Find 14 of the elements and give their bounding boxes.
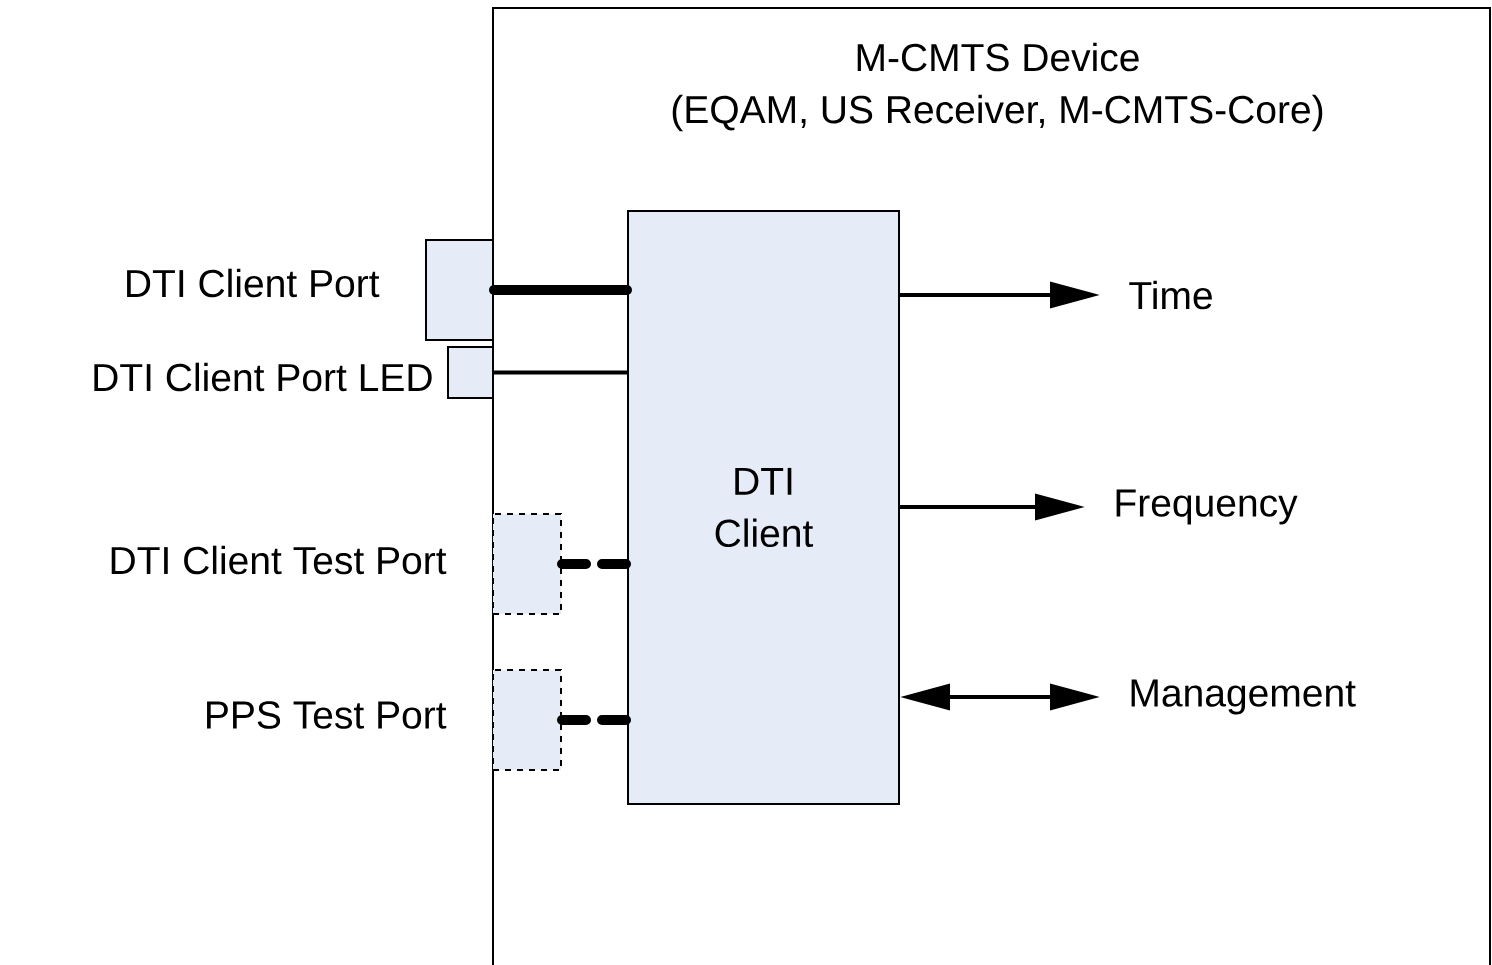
output-label: Time xyxy=(1129,280,1212,310)
port-label: DTI Client Port LED xyxy=(94,362,432,392)
port-label: PPS Test Port xyxy=(207,701,447,729)
output-label: Management xyxy=(1131,679,1356,715)
port-label: DTI Client Test Port xyxy=(111,545,447,575)
connector-line xyxy=(557,559,632,569)
client-box: DTI Client xyxy=(627,210,900,805)
connector-line xyxy=(489,285,632,295)
device-title: (EQAM, US Receiver, M-CMTS-Core) xyxy=(672,94,1323,132)
port-label: DTI Client Port xyxy=(127,268,380,298)
connector-line xyxy=(494,370,627,375)
device-title: M-CMTS Device xyxy=(857,42,1139,72)
output-label: Frequency xyxy=(1116,489,1298,525)
connector-line xyxy=(557,715,632,725)
